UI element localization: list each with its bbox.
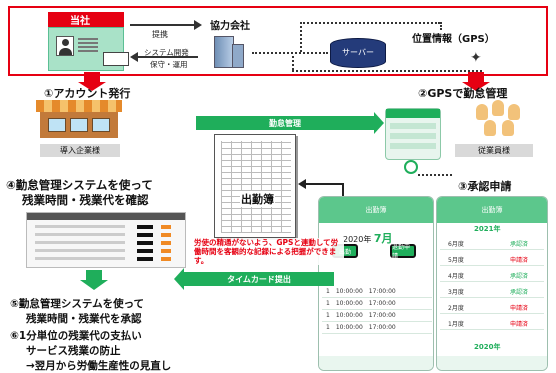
step-4-title-line1: ④勤怠管理システムを使って [6, 178, 153, 192]
avatar-icon [56, 36, 74, 56]
satellite-icon: ✦ [470, 50, 482, 66]
list-item[interactable]: 2月度申請済 [440, 300, 544, 314]
attendance-system-screen [26, 212, 186, 268]
approve-circle-icon [404, 160, 418, 174]
phone-attendance: 出勤簿 [318, 196, 434, 371]
alliance-arrow [130, 20, 202, 30]
list-item[interactable]: 5月度申請済 [440, 252, 544, 266]
link-line-top [300, 22, 440, 24]
down-arrow-left [78, 72, 106, 91]
month-display: 2020年 7月 [343, 230, 393, 246]
step-6-title-line2: サービス残業の防止 [26, 345, 121, 357]
dev-label: システム開発 [144, 48, 189, 57]
link-line-vertical-2 [292, 56, 294, 70]
employees-icon [470, 100, 530, 140]
building-icon-small [232, 44, 244, 68]
server-label: サーバー [342, 48, 374, 57]
step-4-title-line2: 残業時間・残業代を確認 [22, 193, 149, 207]
step-3-title: ③承認申請 [458, 180, 512, 193]
timecard-banner: タイムカード提出 [174, 268, 334, 290]
gps-note: 労使の精通がないよう、GPSと連動して労働時間を客観的な記録による把握ができます… [194, 238, 344, 265]
phone-header: 出勤簿 [319, 197, 433, 223]
phone2-header: 出勤簿 [437, 197, 547, 223]
alliance-label: 提携 [152, 30, 168, 39]
device-icon [103, 52, 129, 66]
phone-screen-small [385, 108, 441, 160]
step-5-title-line1: ⑤勤怠管理システムを使って [10, 298, 145, 310]
list-item[interactable]: 1月度申請済 [440, 316, 544, 330]
phone2-footer [437, 356, 547, 370]
phone2-year-2: 2020年 [474, 343, 501, 351]
down-arrow-right [462, 72, 490, 91]
phone2-year: 2021年 [474, 225, 501, 233]
maintenance-arrow [130, 52, 198, 62]
building-icon [214, 36, 234, 68]
step-6-title-line3: →翌月から労働生産性の見直し [26, 360, 172, 372]
attendance-banner: 勤怠管理 [196, 112, 384, 134]
company-label: 当社 [48, 12, 124, 27]
submit-arrow-vertical [342, 183, 344, 199]
client-company-tag: 導入企業様 [40, 144, 120, 157]
month-text: 7月 [373, 232, 393, 245]
store-icon [36, 100, 122, 140]
server-icon [330, 38, 386, 68]
link-line-vertical-3 [440, 22, 442, 30]
submit-arrow [302, 183, 342, 185]
phone-approval-list: 出勤簿 [436, 196, 548, 371]
link-line-bottom [292, 70, 482, 72]
ops-label: 保守・運用 [150, 60, 188, 69]
id-card-icon [78, 38, 98, 54]
down-arrowhead-green [80, 280, 108, 290]
list-item[interactable]: 4月度承認済 [440, 268, 544, 282]
clock-out-request-button[interactable]: 退勤申請 [390, 244, 416, 260]
link-line [252, 52, 328, 54]
step-2-title: ②GPSで勤怠管理 [418, 87, 508, 100]
employee-tag: 従業員様 [455, 144, 533, 157]
down-arrow-green [86, 270, 102, 280]
timesheet-label: 出勤簿 [240, 191, 275, 207]
timesheet-document [214, 134, 296, 238]
list-item[interactable]: 6月度承認済 [440, 236, 544, 250]
partner-company-title: 協力会社 [210, 21, 250, 32]
phone-footer [319, 356, 433, 370]
year-text: 2020年 [343, 235, 372, 244]
step-6-title-line1: ⑥1分単位の残業代の支払い [10, 330, 142, 342]
gps-title: 位置情報（GPS） [412, 34, 495, 45]
submit-arrowhead [298, 179, 306, 189]
step-5-title-line2: 残業時間・残業代を承認 [26, 313, 142, 325]
approve-link-line [418, 174, 452, 176]
list-item[interactable]: 3月度承認済 [440, 284, 544, 298]
link-line-vertical [300, 22, 302, 52]
step-1-title: ①アカウント発行 [44, 87, 131, 100]
